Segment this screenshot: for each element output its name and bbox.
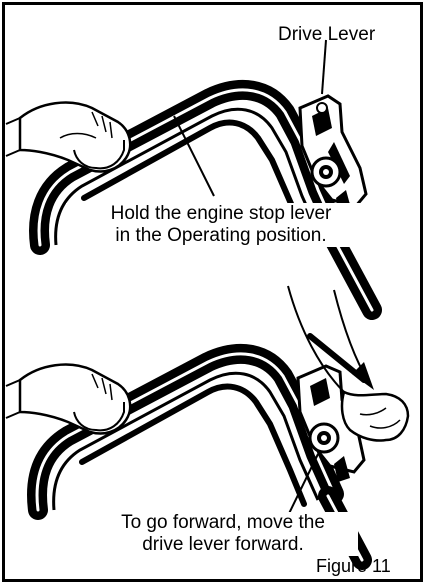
top-caption: Hold the engine stop lever in the Operat… xyxy=(66,203,376,247)
top-caption-line-2: in the Operating position. xyxy=(66,225,376,247)
bottom-caption-line-1: To go forward, move the xyxy=(88,512,358,534)
bottom-caption: To go forward, move the drive lever forw… xyxy=(88,512,358,556)
drive-lever-label: Drive Lever xyxy=(278,24,375,46)
bottom-hand xyxy=(6,365,130,434)
bottom-caption-line-2: drive lever forward. xyxy=(88,534,358,556)
top-caption-line-1: Hold the engine stop lever xyxy=(66,203,376,225)
figure-label: Figure 11 xyxy=(316,555,391,577)
